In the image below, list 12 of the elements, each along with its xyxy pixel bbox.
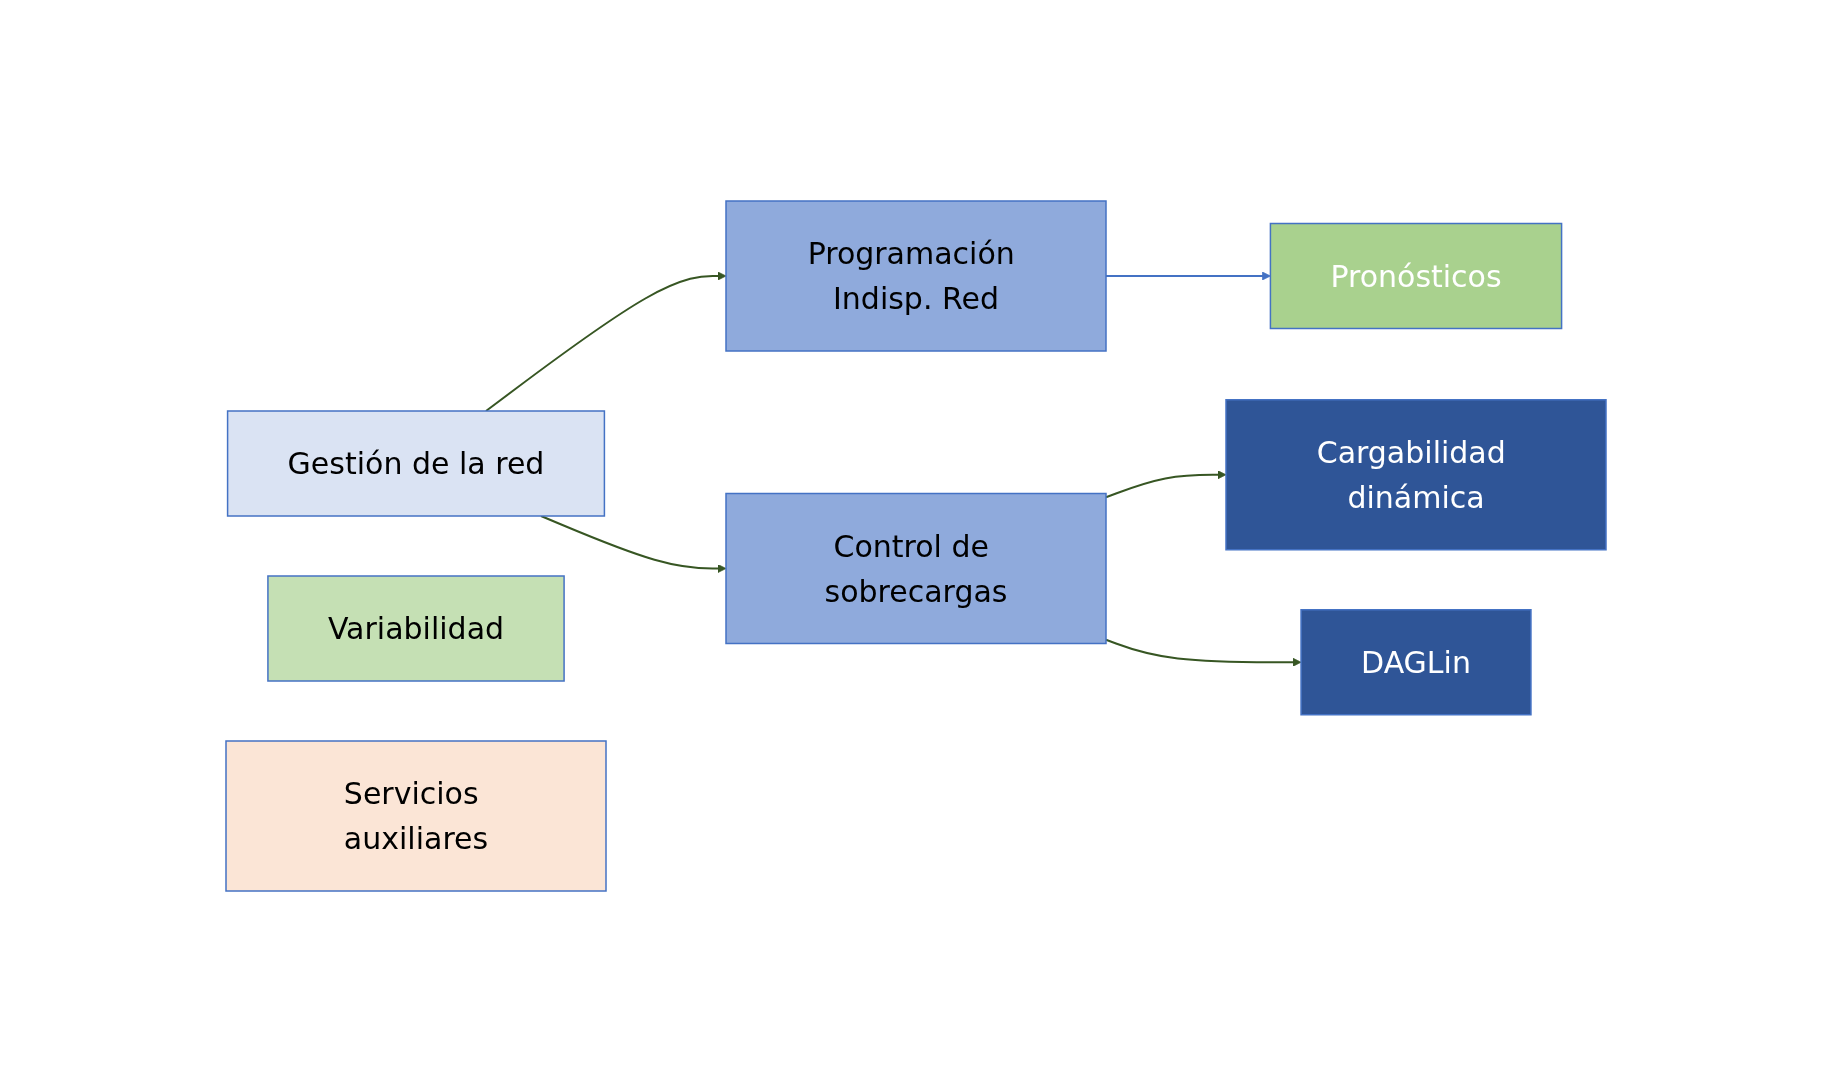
- arrow: [1104, 469, 1226, 498]
- node-box: Control de sobrecargas: [724, 492, 1107, 644]
- node-box: Servicios auxiliares: [224, 739, 607, 892]
- node-box: Pronósticos: [1269, 222, 1562, 329]
- node-box: Programación Indisp. Red: [724, 199, 1107, 352]
- node-box: Gestión de la red: [226, 409, 605, 517]
- arrow: [539, 514, 726, 573]
- arrow: [1104, 638, 1301, 667]
- arrow: [484, 271, 726, 412]
- node-box: Cargabilidad dinámica: [1224, 398, 1607, 550]
- node-box: Variabilidad: [266, 574, 565, 682]
- node-box: DAGLin: [1299, 608, 1532, 715]
